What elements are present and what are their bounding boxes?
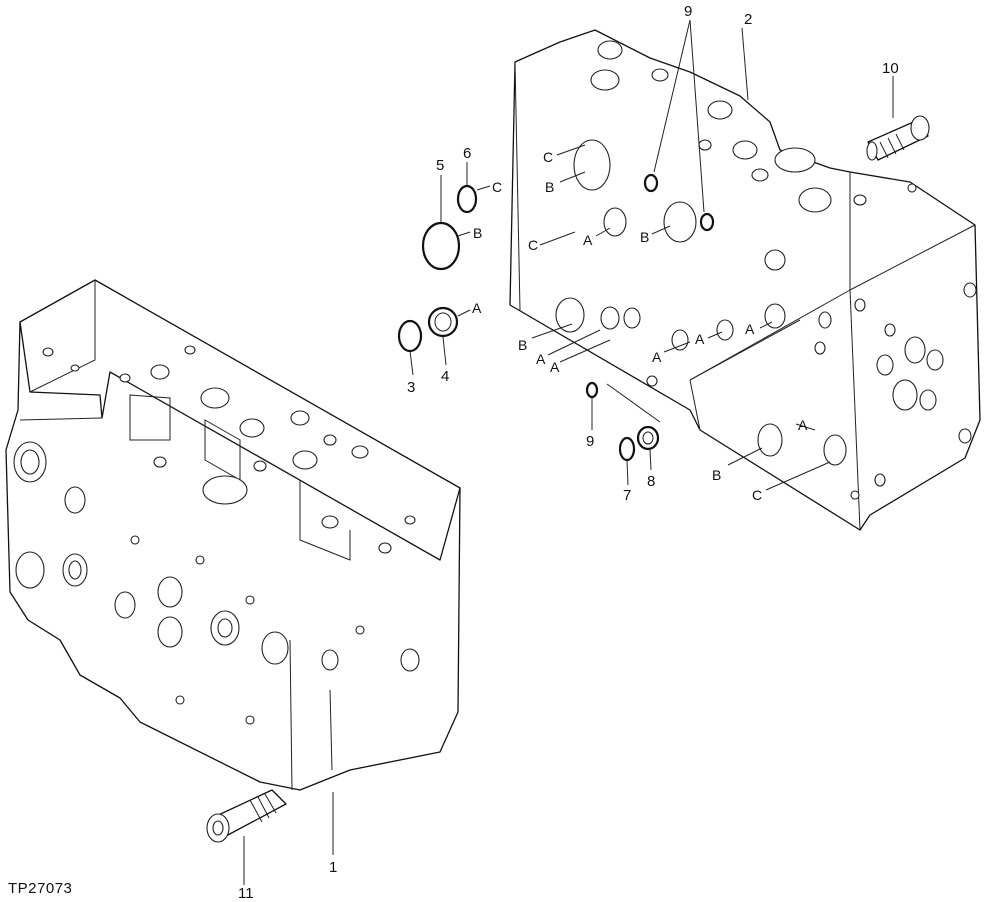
port-label: A [472,300,482,316]
port-label: A [550,359,560,375]
left-block-ports [42,345,416,554]
callout-10: 10 [882,60,899,77]
o-ring-9-mid [585,381,599,399]
port-label: A [652,349,662,365]
port-label: B [640,229,649,245]
bolt-11 [206,789,287,843]
callout-4: 4 [441,368,449,385]
port-label: B [473,225,482,241]
port-label: C [543,149,553,165]
valve-block-left [5,279,461,791]
o-ring-6 [456,184,478,214]
callout-1: 1 [329,859,337,876]
left-block-outline [5,279,461,791]
o-ring-5 [421,221,461,271]
callout-7: 7 [623,487,631,504]
port-label: C [752,487,762,503]
port-label: B [545,179,554,195]
callout-11: 11 [238,885,254,902]
callout-9-top: 9 [684,3,692,20]
o-ring-3 [397,319,423,353]
port-label: A [745,321,755,337]
seal-4 [427,306,459,338]
left-block-front-ports [13,441,420,725]
callout-6: 6 [463,145,471,162]
callout-labels: 1 2 3 4 5 6 7 8 9 9 10 11 [238,3,899,902]
callout-3: 3 [407,379,415,396]
port-label: B [518,337,527,353]
o-ring-9-b [699,212,715,232]
callout-8: 8 [647,473,655,490]
valve-block-right [509,29,981,531]
leader-lines [243,19,894,885]
seal-8 [636,425,660,451]
o-ring-7 [618,436,636,462]
port-label: A [536,351,546,367]
right-block-ports [555,40,977,500]
callout-2: 2 [744,11,752,28]
port-label: C [492,179,502,195]
port-labels: C B A C B C A B B A A A A A A B C [472,149,808,503]
bolt-10 [866,115,930,161]
port-label: A [798,417,808,433]
port-label: A [583,232,593,248]
port-label: B [712,467,721,483]
callout-9-mid: 9 [586,433,594,450]
callout-5: 5 [436,157,444,174]
port-label: C [528,237,538,253]
figure-id: TP27073 [8,880,72,897]
o-ring-9-a [643,173,659,193]
port-label: A [695,331,705,347]
right-block-outline [509,29,981,531]
